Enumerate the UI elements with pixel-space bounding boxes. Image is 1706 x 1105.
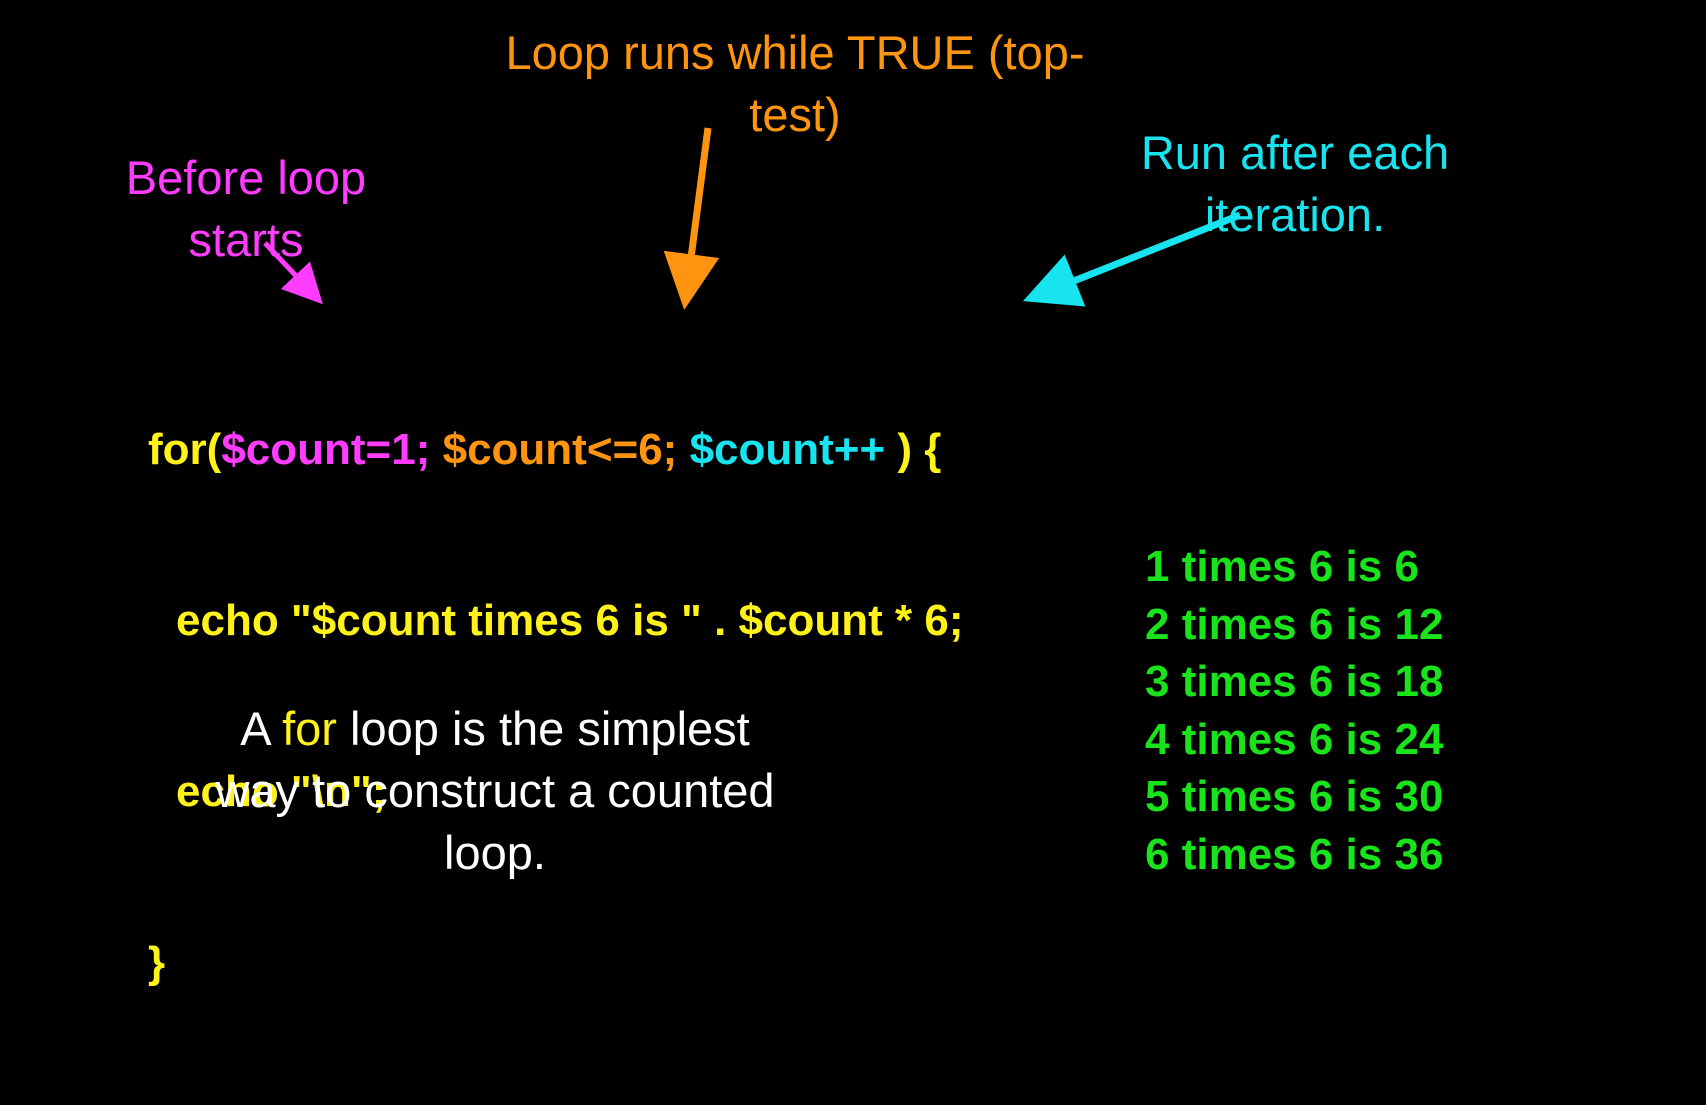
caption: A for loop is the simplest way to constr… [150, 698, 840, 884]
output-line: 5 times 6 is 30 [1145, 772, 1444, 821]
program-output: 1 times 6 is 6 2 times 6 is 12 3 times 6… [1145, 538, 1443, 883]
output-line: 1 times 6 is 6 [1145, 542, 1419, 591]
increment-annotation: Run after each iteration. [1080, 122, 1510, 246]
code-line-2: echo "$count times 6 is " . $count * 6; [176, 596, 964, 645]
slide: Before loop starts Loop runs while TRUE … [90, 22, 1510, 987]
code-block: for($count=1; $count<=6; $count++ ) { ec… [148, 307, 963, 1105]
code-line-1: for($count=1; $count<=6; $count++ ) { [148, 421, 963, 478]
output-line: 3 times 6 is 18 [1145, 657, 1444, 706]
output-line: 6 times 6 is 36 [1145, 829, 1444, 879]
loop-condition-line-1: Loop runs while TRUE (top- [505, 26, 1085, 79]
before-loop-annotation: Before loop starts [90, 147, 402, 271]
condition-expression: $count<=6; [442, 425, 678, 474]
caption-for-keyword: for [282, 702, 337, 755]
loop-condition-line-2: test) [749, 88, 841, 141]
close-paren: ) { [885, 425, 942, 474]
caption-line-2: way to construct a counted [215, 764, 775, 817]
output-line: 4 times 6 is 24 [1145, 714, 1444, 764]
increment-line-2: iteration. [1204, 188, 1386, 241]
loop-condition-annotation: Loop runs while TRUE (top- test) [470, 22, 1120, 146]
caption-line-3: loop. [444, 826, 546, 879]
annotation-arrows [263, 127, 1242, 310]
increment-expression: $count++ [689, 425, 886, 474]
before-loop-line-1: Before loop [125, 151, 367, 204]
caption-post: loop is the simplest [336, 702, 750, 755]
code-line-4: } [148, 938, 166, 987]
increment-line-1: Run after each [1140, 126, 1450, 179]
code-line-3: echo "\n"; [176, 767, 387, 816]
before-loop-line-2: starts [188, 213, 304, 266]
caption-pre: A [240, 702, 283, 755]
caption-line-1: A for loop is the simplest [150, 698, 840, 760]
init-expression: $count=1; [221, 425, 431, 474]
for-keyword: for( [148, 425, 222, 474]
output-line: 2 times 6 is 12 [1145, 599, 1444, 649]
before-loop-arrow [263, 241, 323, 305]
run-after-arrow [1022, 211, 1242, 307]
loop-runs-arrow [663, 127, 720, 310]
